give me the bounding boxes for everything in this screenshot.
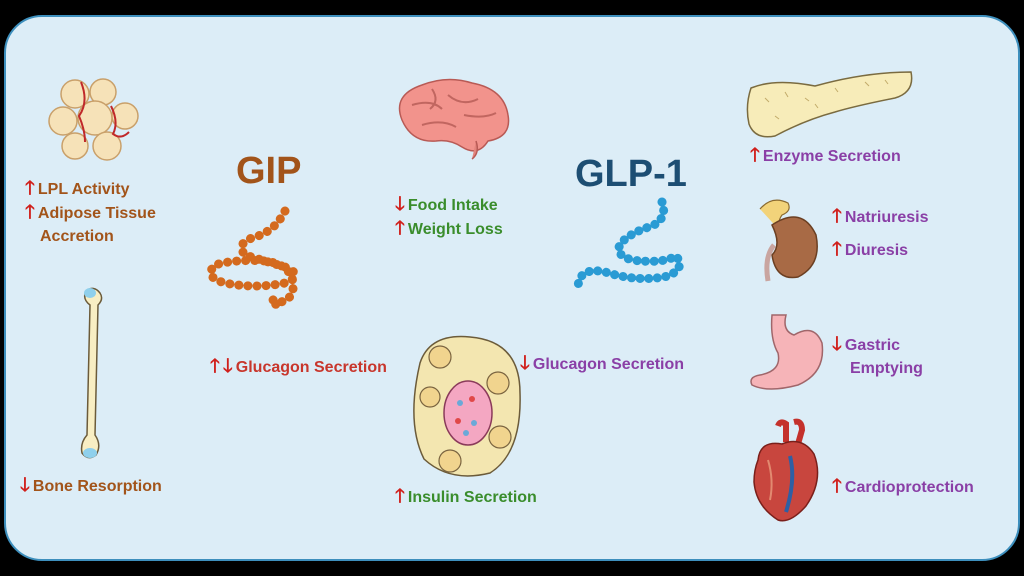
- bone-illustration: [80, 287, 103, 459]
- gip-title: GIP: [236, 150, 302, 192]
- glp1-peptide-illustration: [573, 197, 685, 293]
- adipose-tissue-illustration: [48, 78, 139, 161]
- pancreatic-islet-illustration: [413, 335, 521, 477]
- up-arrow-icon: 🡑: [832, 206, 842, 227]
- kidney-illustration: [759, 199, 818, 282]
- brain-illustration: [398, 78, 510, 160]
- up-arrow-icon: 🡑: [750, 145, 760, 166]
- accretion-label: Accretion: [40, 228, 114, 245]
- down-arrow-icon: 🡓: [20, 475, 30, 496]
- down-arrow-icon: 🡓: [832, 334, 842, 355]
- gastric-emptying-label-line2: Emptying: [850, 360, 923, 377]
- enzyme-secretion-label: 🡑Enzyme Secretion: [750, 145, 901, 166]
- adipose-tissue-label: 🡑Adipose Tissue: [25, 202, 156, 223]
- food-intake-label: 🡓Food Intake: [395, 194, 498, 215]
- up-arrow-icon: 🡑: [395, 486, 405, 507]
- down-arrow-icon: 🡓: [520, 353, 530, 374]
- up-arrow-icon: 🡑: [210, 356, 220, 377]
- up-arrow-icon: 🡑: [832, 239, 842, 260]
- bone-resorption-label: 🡓Bone Resorption: [20, 475, 162, 496]
- stomach-illustration: [750, 314, 824, 390]
- down-arrow-icon: 🡓: [395, 194, 405, 215]
- up-arrow-icon: 🡑: [25, 178, 35, 199]
- heart-illustration: [753, 418, 819, 522]
- gip-glucagon-label: 🡑🡓Glucagon Secretion: [210, 356, 387, 377]
- insulin-secretion-label: 🡑Insulin Secretion: [395, 486, 537, 507]
- weight-loss-label: 🡑Weight Loss: [395, 218, 503, 239]
- diuresis-label: 🡑Diuresis: [832, 239, 909, 260]
- natriuresis-label: 🡑Natriuresis: [832, 206, 929, 227]
- glp1-glucagon-label: 🡓Glucagon Secretion: [520, 353, 685, 374]
- up-arrow-icon: 🡑: [25, 202, 35, 223]
- up-arrow-icon: 🡑: [832, 476, 842, 497]
- gastric-emptying-label: 🡓Gastric: [832, 334, 901, 355]
- cardioprotection-label: 🡑Cardioprotection: [832, 476, 974, 497]
- lpl-activity-label: 🡑LPL Activity: [25, 178, 130, 199]
- gip-peptide-illustration: [206, 206, 300, 314]
- up-arrow-icon: 🡑: [395, 218, 405, 239]
- down-arrow-icon: 🡓: [222, 356, 233, 377]
- pancreas-illustration: [746, 71, 913, 138]
- glp1-title: GLP-1: [575, 153, 687, 195]
